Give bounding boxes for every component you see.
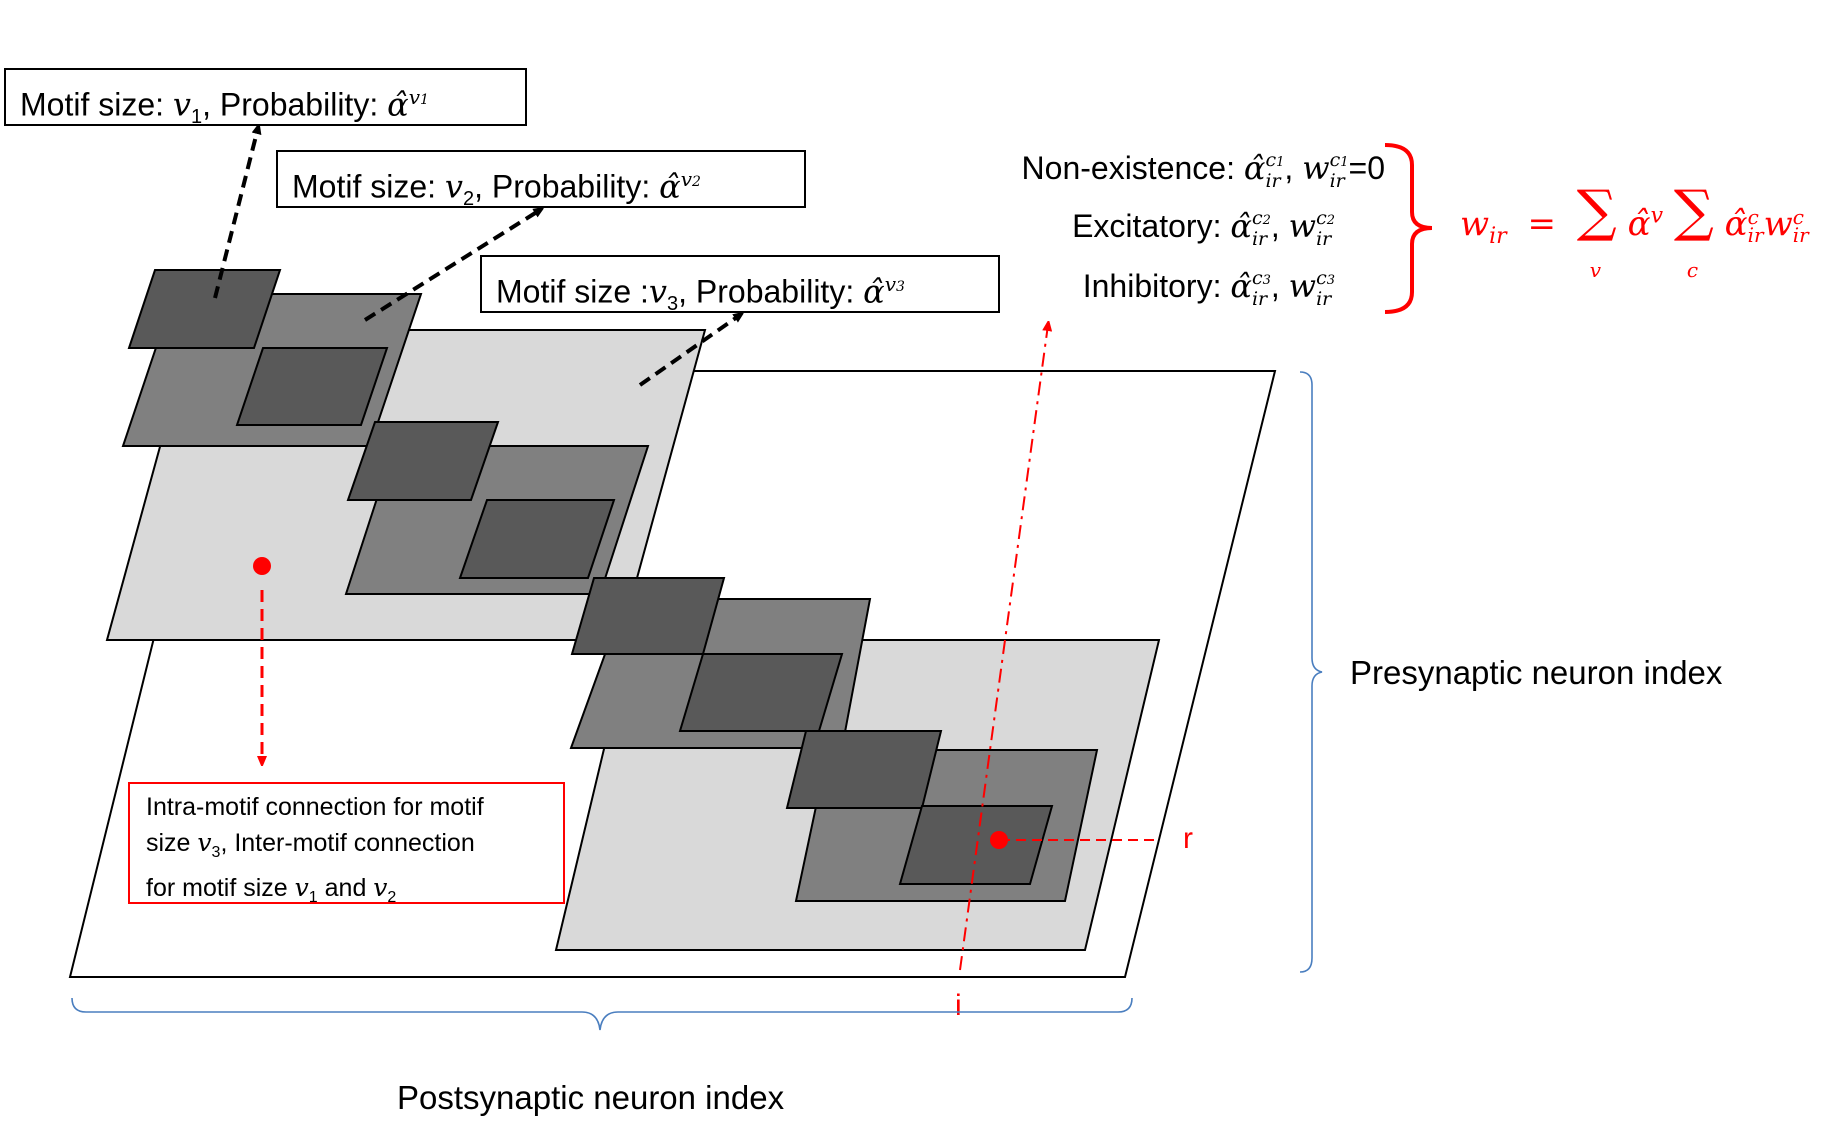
- sum-symbol-c: ∑ c: [1673, 179, 1714, 283]
- connection-types-brace: [1384, 143, 1433, 314]
- motif-v1-block-5: [570, 577, 726, 655]
- arrow-to-label-v2: [363, 210, 540, 322]
- presynaptic-label: Presynaptic neuron index: [1350, 654, 1723, 691]
- motif-v1-block-4: [458, 499, 616, 579]
- axis-i-label: i: [955, 989, 962, 1022]
- sum-symbol-v: ∑ v: [1576, 179, 1617, 283]
- axis-r-label: r: [1183, 822, 1193, 855]
- motif-v1-block-7: [785, 730, 943, 809]
- arrow-to-label-v1: [213, 128, 258, 299]
- motif-v1-block-8: [898, 805, 1054, 885]
- motif-label-v3: Motif size :v3, Probability: α̂v3: [480, 255, 1000, 315]
- motif-v1-block-6: [678, 653, 844, 732]
- motif-v1-block-1: [127, 269, 282, 349]
- red-dot-intra-motif: [253, 557, 271, 575]
- postsynaptic-brace: [71, 997, 1133, 1031]
- motif-v1-block-3: [346, 421, 500, 501]
- motif-label-v2: Motif size: v2, Probability: α̂v2: [276, 150, 806, 210]
- postsynaptic-label: Postsynaptic neuron index: [397, 1079, 785, 1116]
- presynaptic-brace: [1299, 371, 1323, 973]
- motif-v1-block-2: [235, 347, 389, 426]
- intra-motif-description-box: Intra-motif connection for motif size v3…: [128, 782, 565, 906]
- motif-label-v1: Motif size: v1, Probability: α̂v1: [4, 68, 527, 128]
- axis-i-line: [959, 325, 1048, 971]
- arrow-to-label-v3: [638, 315, 740, 387]
- red-dot-connection-ir: [990, 831, 1008, 849]
